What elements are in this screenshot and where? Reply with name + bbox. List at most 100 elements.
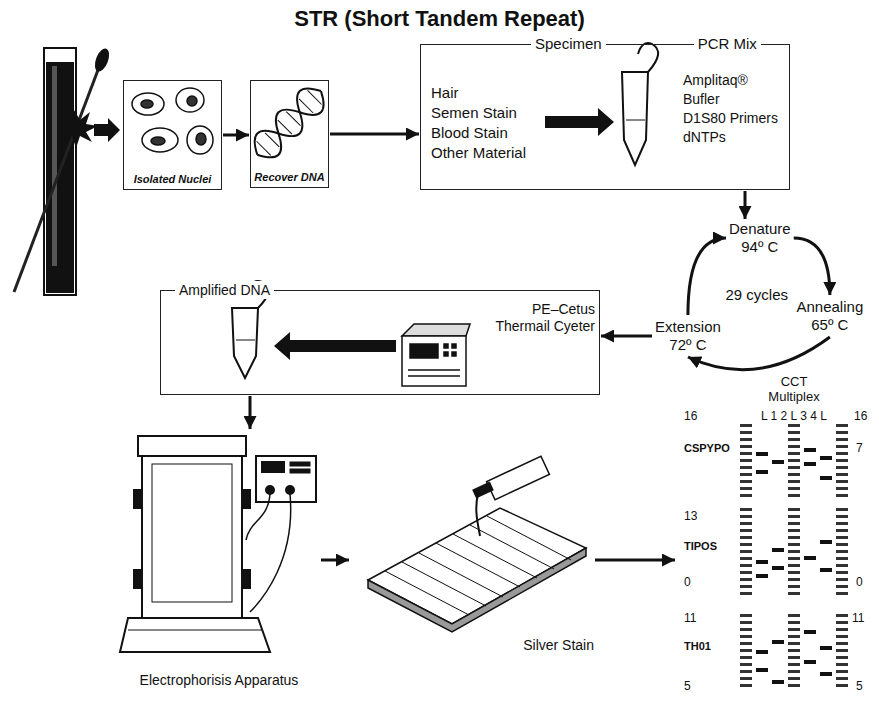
nucleus-cells	[196, 133, 206, 145]
electrophoresis-apparatus	[152, 464, 232, 602]
sample-band	[756, 452, 768, 456]
ladder-band	[788, 445, 800, 448]
nucleus-cells	[187, 96, 197, 106]
dna-helix	[247, 80, 332, 165]
electrophoresis-apparatus	[138, 436, 246, 456]
thermal-cycler	[402, 324, 470, 336]
node-text: Denature	[729, 220, 791, 238]
node-text: Isolated Nuclei	[134, 173, 212, 189]
label-slot: 11	[852, 608, 864, 626]
electrophoresis-apparatus	[250, 494, 291, 612]
title-slot: STR (Short Tandem Repeat)	[0, 6, 879, 32]
sample-band	[820, 476, 832, 480]
ladder-band	[788, 494, 800, 497]
dna-helix	[286, 112, 300, 126]
ladder-band	[836, 649, 848, 652]
flow-arrow	[274, 332, 396, 360]
instrument: Electrophorisis Apparatus	[118, 430, 320, 690]
ladder-band	[740, 621, 752, 624]
ladder-band	[836, 635, 848, 638]
ladder-band	[836, 557, 848, 560]
label-slot: 16	[854, 406, 867, 424]
ladder-band	[788, 635, 800, 638]
ladder-band	[740, 578, 752, 581]
electrophoresis-apparatus	[242, 570, 250, 588]
ladder-band	[788, 529, 800, 532]
node-text: CCT Multiplex	[759, 374, 829, 404]
size-marker: 11	[852, 611, 864, 625]
node-text: Other Material	[431, 143, 526, 163]
ladder-band	[740, 529, 752, 532]
ladder-band	[740, 571, 752, 574]
blood-tube	[52, 66, 57, 266]
sample-band	[820, 672, 832, 676]
swab	[14, 47, 112, 292]
ladder-band	[788, 564, 800, 567]
flow-arrow	[794, 238, 830, 295]
flow-arrow	[274, 332, 396, 360]
dna-helix	[265, 133, 279, 147]
ladder-band	[788, 585, 800, 588]
ladder-band	[836, 564, 848, 567]
ladder-band	[836, 670, 848, 673]
electrophoresis-apparatus	[256, 456, 316, 502]
ladder-band	[836, 628, 848, 631]
ladder-band	[788, 487, 800, 490]
node-text: Bufler	[683, 90, 778, 109]
node-text: Silver Stain	[523, 637, 594, 655]
ladder-band	[836, 487, 848, 490]
ladder-band	[788, 557, 800, 560]
ladder-band	[788, 522, 800, 525]
dna-helix	[247, 80, 332, 165]
thermal-cycler	[408, 375, 460, 377]
ladder-band	[740, 515, 752, 518]
ladder-band	[788, 656, 800, 659]
sample-band	[820, 456, 832, 460]
ladder-band	[740, 452, 752, 455]
node-text: Amplified DNA	[175, 281, 274, 299]
sample-band	[820, 540, 832, 544]
ladder-band	[836, 550, 848, 553]
thermal-cycler	[452, 352, 456, 356]
flow-arrow	[744, 191, 747, 219]
staining-tray	[419, 553, 503, 597]
ladder-band	[836, 508, 848, 511]
node-text: Annealing	[797, 298, 864, 316]
stain-splat	[58, 110, 98, 148]
flow-arrow	[688, 238, 726, 315]
label-slot: CSPYPO	[684, 438, 730, 456]
label-slot: TH01	[684, 636, 711, 654]
dna-helix	[308, 90, 322, 104]
ladder-band	[740, 564, 752, 567]
sample-band	[804, 660, 816, 664]
pcr-tube	[638, 43, 658, 72]
cycle-step: Denature94º C	[729, 220, 791, 256]
ladder-band	[836, 529, 848, 532]
ladder-band	[740, 585, 752, 588]
electrophoresis-apparatus	[286, 486, 294, 494]
ladder-band	[788, 621, 800, 624]
ladder-band	[836, 585, 848, 588]
lane-header: L 1 2 L 3 4 L	[761, 409, 827, 423]
dna-helix	[299, 99, 313, 113]
ladder-band	[836, 438, 848, 441]
ladder-band	[740, 431, 752, 434]
ladder-band	[740, 508, 752, 511]
sample-band	[804, 448, 816, 452]
ladder-band	[788, 473, 800, 476]
ladder-band	[836, 571, 848, 574]
sample-band	[804, 556, 816, 560]
ladder-band	[788, 543, 800, 546]
ladder-band	[836, 614, 848, 617]
electrophoresis-apparatus	[290, 469, 310, 473]
dna-helix	[257, 141, 271, 155]
staining-tray	[385, 571, 469, 615]
electrophoresis-apparatus	[142, 456, 242, 618]
ladder-band	[788, 536, 800, 539]
ladder-band	[788, 459, 800, 462]
sample-band	[820, 568, 832, 572]
sample-band	[804, 462, 816, 466]
sample-band	[756, 668, 768, 672]
cycle-step: Extension72º C	[655, 318, 721, 354]
pcr-tube	[622, 72, 648, 165]
